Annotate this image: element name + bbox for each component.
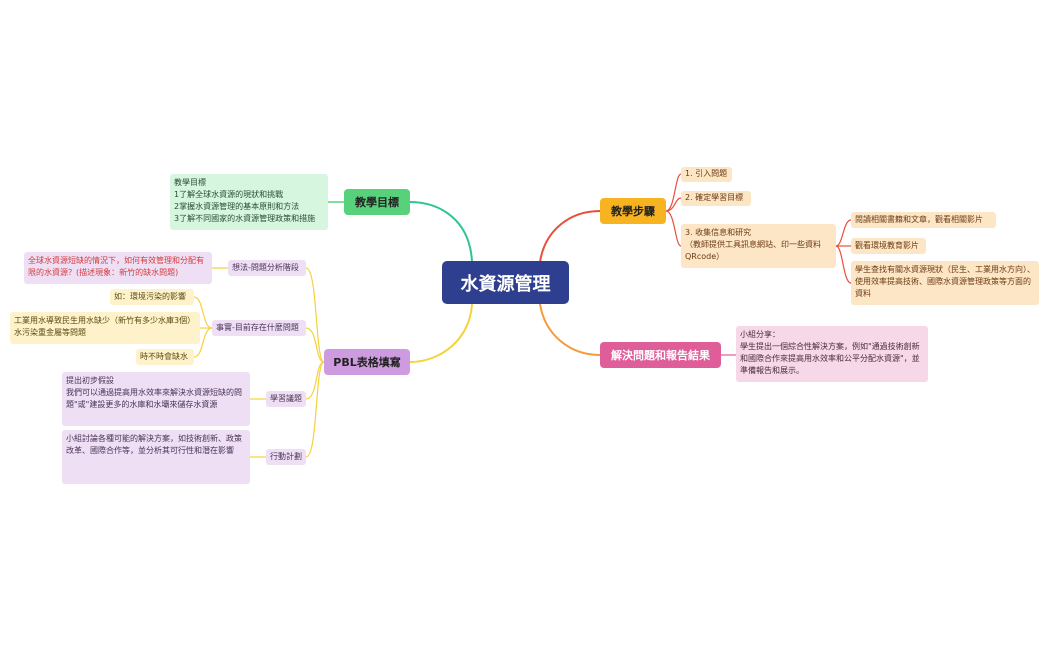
central-topic[interactable]: 水資源管理 — [442, 261, 569, 304]
pbl-stage-analysis[interactable]: 想法-問題分析階段 — [228, 260, 306, 276]
step-set-learning-goals[interactable]: 2. 確定學習目標 — [681, 191, 751, 206]
goals-line: 3了解不同國家的水資源管理政策和措施 — [174, 214, 316, 223]
step-collect-info[interactable]: 3. 收集信息和研究 （教師提供工具訊息網站、印一些資料QRcode） — [681, 224, 836, 268]
pbl-stage-learning-issue[interactable]: 學習議題 — [266, 391, 306, 407]
substep-research-data[interactable]: 學生查找有關水資源現狀（民生、工業用水方向）、使用效率提高技術、國際水資源管理政… — [851, 261, 1039, 305]
pbl-analysis-question[interactable]: 全球水資源短缺的情況下，如何有效管理和分配有限的水資源？(描述現象：新竹的缺水問… — [24, 252, 212, 284]
fact-industrial-water[interactable]: 工業用水導致民生用水缺少（新竹有多少水庫3個）水污染重金屬等問題 — [10, 312, 200, 344]
goals-line: 教學目標 — [174, 178, 206, 187]
results-detail[interactable]: 小組分享： 學生提出一個綜合性解決方案，例如"通過技術創新和國際合作來提高用水效… — [736, 326, 928, 382]
substep-read-books[interactable]: 閱讀相關書籍和文章，觀看相關影片 — [851, 212, 996, 228]
goals-line: 1了解全球水資源的現狀和挑戰 — [174, 190, 284, 199]
teaching-goals-detail[interactable]: 教學目標 1了解全球水資源的現狀和挑戰 2掌握水資源管理的基本原則和方法 3了解… — [170, 174, 328, 230]
learning-issue-hypothesis[interactable]: 提出初步假設 我們可以通過提高用水效率來解決水資源短缺的問題"或"建設更多的水庫… — [62, 372, 250, 426]
pbl-stage-facts[interactable]: 事實-目前存在什麼問題 — [212, 320, 306, 336]
branch-teaching-steps[interactable]: 教學步驟 — [600, 198, 666, 224]
goals-line: 2掌握水資源管理的基本原則和方法 — [174, 202, 300, 211]
step-introduce-problem[interactable]: 1. 引入問題 — [681, 167, 732, 182]
fact-pollution[interactable]: 如：環境污染的影響 — [110, 289, 194, 305]
substep-watch-videos[interactable]: 觀看環境教育影片 — [851, 238, 926, 254]
fact-water-shortage[interactable]: 時不時會缺水 — [136, 349, 194, 365]
branch-pbl-form[interactable]: PBL表格填寫 — [324, 349, 410, 375]
branch-results[interactable]: 解決問題和報告結果 — [600, 342, 721, 368]
action-plan-detail[interactable]: 小組討論各種可能的解決方案，如技術創新、政策改革、國際合作等，並分析其可行性和潛… — [62, 430, 250, 484]
pbl-stage-action-plan[interactable]: 行動計劃 — [266, 449, 306, 465]
branch-teaching-goals[interactable]: 教學目標 — [344, 189, 410, 215]
